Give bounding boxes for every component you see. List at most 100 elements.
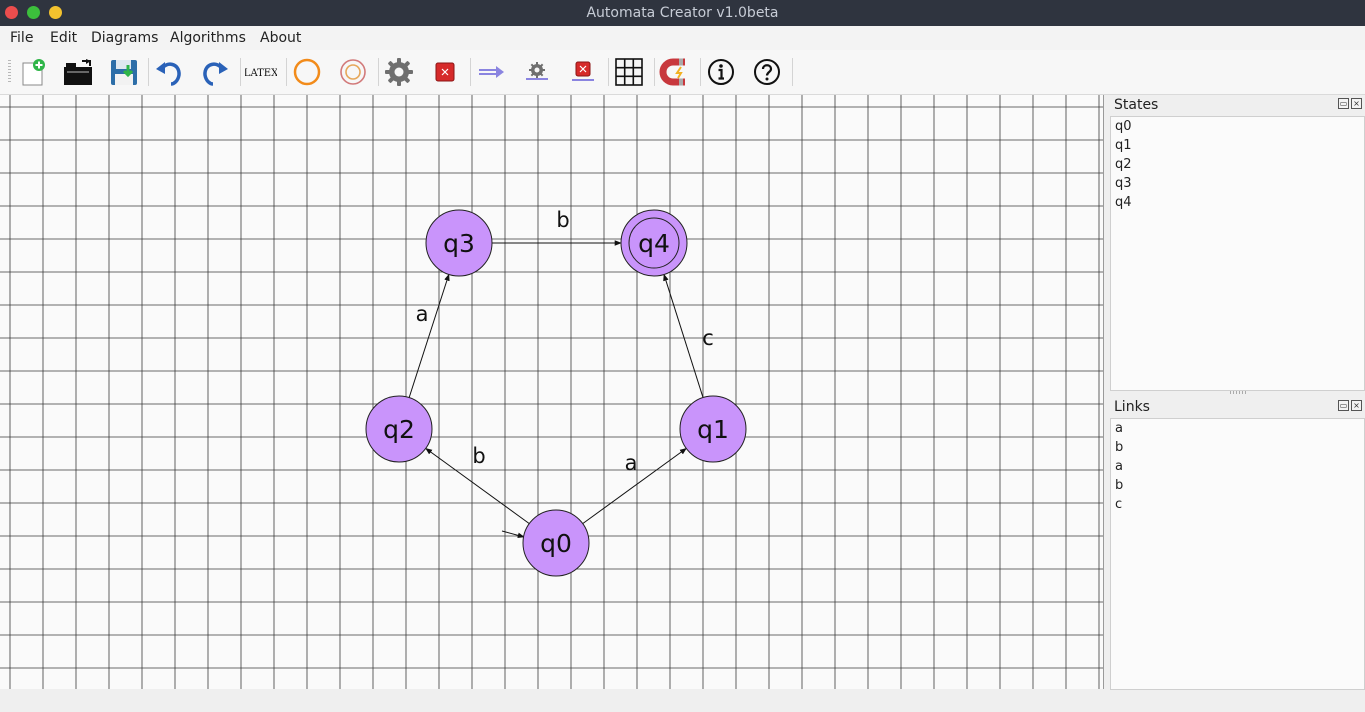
state-list-item[interactable]: q0 [1115,119,1132,134]
states-panel-controls: ▭ × [1338,98,1362,109]
state-circle[interactable] [522,509,590,577]
states-panel-title: States [1114,97,1159,113]
transition-arrow[interactable] [408,273,450,398]
final-state-ring [628,217,680,269]
state-circle[interactable] [365,395,433,463]
state-list-item[interactable]: q4 [1115,195,1132,210]
add-final-state-button[interactable] [336,55,370,89]
state-circle[interactable] [679,395,747,463]
close-panel-icon[interactable]: × [1351,98,1362,109]
state-node-q2[interactable]: q2 [365,395,433,463]
menu-file[interactable]: File [10,30,34,46]
add-state-button[interactable] [290,55,324,89]
open-file-button[interactable] [61,55,95,89]
menu-edit[interactable]: Edit [50,30,78,46]
snap-to-grid-button[interactable] [658,55,692,89]
state-label: q0 [540,529,572,558]
state-node-q3[interactable]: q3 [425,209,493,277]
state-node-q0[interactable]: q0 [522,509,590,577]
add-link-button[interactable] [474,55,508,89]
toolbar-handle[interactable] [8,60,11,84]
state-label: q3 [443,229,475,258]
state-node-q1[interactable]: q1 [679,395,747,463]
toolbar-separator [608,58,609,86]
link-list-item[interactable]: a [1115,459,1123,474]
delete-link-button[interactable] [566,55,600,89]
transition-arrow[interactable] [663,273,704,398]
menu-bar: File Edit Diagrams Algorithms About [0,26,1365,50]
states-layer: q0 q1 q2 q3 q4 [365,209,747,577]
float-panel-icon[interactable]: ▭ [1338,98,1349,109]
minimize-window-button[interactable] [49,6,62,19]
transition-label[interactable]: b [556,208,569,232]
undo-button[interactable] [152,55,186,89]
initial-state-arrow [501,530,525,539]
state-label: q1 [697,415,729,444]
state-list-item[interactable]: q1 [1115,138,1132,153]
latex-export-label: LATEX [245,68,277,79]
state-circle[interactable] [425,209,493,277]
toolbar-separator [470,58,471,86]
info-button[interactable] [704,55,738,89]
state-label: q2 [383,415,415,444]
menu-algorithms[interactable]: Algorithms [170,30,246,46]
redo-button[interactable] [198,55,232,89]
snap-magnet-icon [659,57,691,87]
add-state-icon [292,57,322,87]
state-node-q4[interactable]: q4 [620,209,688,277]
save-icon [109,57,139,87]
link-list-item[interactable]: c [1115,497,1123,512]
save-button[interactable] [107,55,141,89]
state-list-item[interactable]: q3 [1115,176,1132,191]
help-button[interactable] [750,55,784,89]
delete-link-icon [568,57,598,87]
transition-label[interactable]: c [702,326,714,350]
menu-about[interactable]: About [260,30,302,46]
float-panel-icon[interactable]: ▭ [1338,400,1349,411]
transition-label[interactable]: b [472,444,485,468]
toolbar-separator [240,58,241,86]
panel-splitter-handle[interactable] [1230,391,1248,394]
link-settings-button[interactable] [520,55,554,89]
maximize-window-button[interactable] [27,6,40,19]
toolbar-separator [378,58,379,86]
links-list[interactable]: a b a b c [1110,418,1365,690]
link-settings-gear-icon [522,57,552,87]
transition-label[interactable]: a [416,302,429,326]
state-circle[interactable] [620,209,688,277]
latex-export-icon: LATEX [245,62,277,82]
link-list-item[interactable]: b [1115,478,1124,493]
transition-arrow[interactable] [425,447,530,525]
delete-state-button[interactable] [428,55,462,89]
new-document-button[interactable] [16,55,50,89]
toggle-grid-button[interactable] [612,55,646,89]
status-bar [0,690,1365,712]
states-panel: States ▭ × q0 q1 q2 q3 q4 [1106,95,1365,391]
state-list-item[interactable]: q2 [1115,157,1132,172]
close-window-button[interactable] [5,6,18,19]
toolbar-separator [792,58,793,86]
delete-state-icon [430,57,460,87]
states-list[interactable]: q0 q1 q2 q3 q4 [1110,116,1365,391]
info-icon [706,57,736,87]
add-link-arrow-icon [476,57,506,87]
window-title: Automata Creator v1.0beta [586,5,779,21]
link-list-item[interactable]: b [1115,440,1124,455]
latex-export-button[interactable]: LATEX [244,55,278,89]
toolbar-separator [286,58,287,86]
add-final-state-icon [338,57,368,87]
transition-label[interactable]: a [625,451,638,475]
close-panel-icon[interactable]: × [1351,400,1362,411]
window-titlebar: Automata Creator v1.0beta [0,0,1365,26]
diagram-canvas[interactable]: a b a b c q0 q1 q2 q3 q4 [0,95,1103,689]
menu-diagrams[interactable]: Diagrams [91,30,159,46]
link-list-item[interactable]: a [1115,421,1123,436]
new-document-icon [18,57,48,87]
diagram-canvas-area[interactable]: a b a b c q0 q1 q2 q3 q4 [0,95,1104,689]
transition-arrow[interactable] [582,447,687,525]
toolbar-separator [700,58,701,86]
links-panel-controls: ▭ × [1338,400,1362,411]
state-settings-button[interactable] [382,55,416,89]
state-settings-gear-icon [384,57,414,87]
toolbar-separator [148,58,149,86]
